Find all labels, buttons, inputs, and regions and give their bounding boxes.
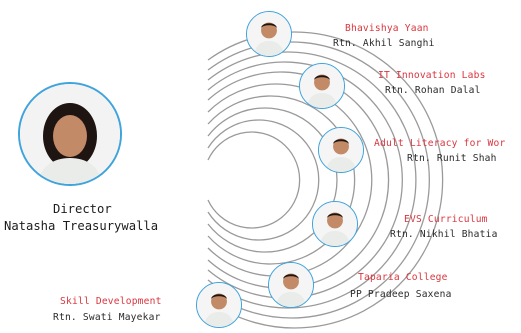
director-name: Natasha Treasurywalla [4,219,159,233]
member-3-name: Rtn. Runit Shah [407,153,497,164]
member-3-project: Adult Literacy for Wor [374,138,506,149]
member-4-project: EVS Curriculum [404,214,488,225]
member-3-portrait-icon [318,127,364,173]
member-6-project: Skill Development [60,296,162,307]
member-5-project: Taparia College [358,272,448,283]
member-6-portrait-icon [196,282,242,328]
member-4-portrait-icon [312,201,358,247]
member-2-portrait-icon [299,63,345,109]
member-4-name: Rtn. Nikhil Bhatia [390,229,498,240]
member-2-name: Rtn. Rohan Dalal [385,85,481,96]
member-1-portrait-icon [246,11,292,57]
member-1-name: Rtn. Akhil Sanghi [333,38,435,49]
member-6-name: Rtn. Swati Mayekar [53,312,161,323]
member-1-project: Bhavishya Yaan [345,23,429,34]
member-5-portrait-icon [268,262,314,308]
director-role: Director [53,202,112,216]
director-portrait-icon [18,82,122,186]
member-5-name: PP Pradeep Saxena [350,289,452,300]
member-2-project: IT Innovation Labs [378,70,486,81]
